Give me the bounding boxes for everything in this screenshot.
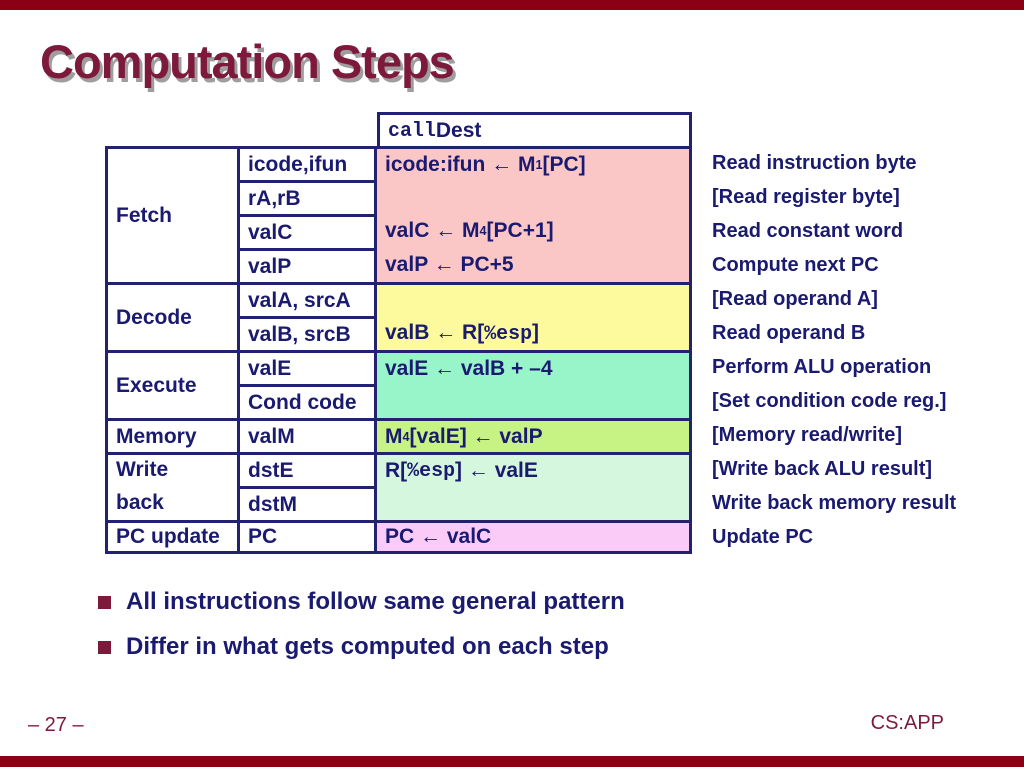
comp-cell-pc-update: PC ← valC: [377, 520, 692, 554]
annotation-column: Read instruction byte [Read register byt…: [712, 146, 956, 554]
table-header-instruction: call Dest: [377, 112, 692, 146]
annotation: Write back memory result: [712, 491, 957, 514]
annotation: Perform ALU operation: [712, 355, 932, 378]
annotation: Read operand B: [712, 321, 866, 344]
course-label: CS:APP: [870, 712, 944, 734]
bullet-square-icon: [98, 641, 111, 654]
stage-cell-decode: Decode: [105, 282, 240, 350]
comp-cell-fetch-regs: [377, 180, 692, 214]
field-cell-pc: PC: [240, 520, 377, 554]
slide-top-bar: [0, 0, 1024, 10]
list-item: All instructions follow same general pat…: [98, 588, 625, 616]
slide-bottom-bar: [0, 756, 1024, 767]
field-cell-vala-srca: valA, srcA: [240, 282, 377, 316]
page-number: – 27 –: [28, 714, 84, 736]
annotation: [Read register byte]: [712, 185, 900, 208]
annotation: [Memory read/write]: [712, 423, 903, 446]
stage-cell-memory: Memory: [105, 418, 240, 452]
computation-table: call Dest Fetch Decode Execute Memory Wr…: [105, 112, 692, 554]
comp-cell-execute-vale: valE ← valB + –4: [377, 350, 692, 384]
stage-cell-fetch: Fetch: [105, 146, 240, 282]
annotation: Compute next PC: [712, 253, 879, 276]
annotation: Update PC: [712, 525, 814, 548]
field-cell-valc: valC: [240, 214, 377, 248]
comp-cell-writeback-dstm: [377, 486, 692, 520]
field-cell-vale: valE: [240, 350, 377, 384]
field-cell-icode-ifun: icode,ifun: [240, 146, 377, 180]
field-cell-cond-code: Cond code: [240, 384, 377, 418]
comp-cell-execute-cc: [377, 384, 692, 418]
comp-cell-decode-valb: valB ← R[%esp]: [377, 316, 692, 350]
field-cell-valm: valM: [240, 418, 377, 452]
annotation: [Set condition code reg.]: [712, 389, 947, 412]
field-cell-ra-rb: rA,rB: [240, 180, 377, 214]
field-cell-dste: dstE: [240, 452, 377, 486]
comp-cell-decode-vala: [377, 282, 692, 316]
bullet-list: All instructions follow same general pat…: [98, 588, 625, 678]
annotation: [Write back ALU result]: [712, 457, 933, 480]
annotation: Read constant word: [712, 219, 904, 242]
comp-cell-writeback-dste: R[%esp] ← valE: [377, 452, 692, 486]
bullet-text: Differ in what gets computed on each ste…: [126, 633, 609, 660]
annotation: Read instruction byte: [712, 151, 917, 174]
page-title: Computation Steps: [40, 35, 455, 88]
bullet-square-icon: [98, 596, 111, 609]
field-cell-dstm: dstM: [240, 486, 377, 520]
bullet-text: All instructions follow same general pat…: [126, 588, 625, 615]
field-cell-valp: valP: [240, 248, 377, 282]
list-item: Differ in what gets computed on each ste…: [98, 633, 625, 661]
comp-cell-fetch-valp: valP ← PC+5: [377, 248, 692, 282]
stage-cell-pc-update: PC update: [105, 520, 240, 554]
stage-cell-execute: Execute: [105, 350, 240, 418]
field-cell-valb-srcb: valB, srcB: [240, 316, 377, 350]
annotation: [Read operand A]: [712, 287, 878, 310]
